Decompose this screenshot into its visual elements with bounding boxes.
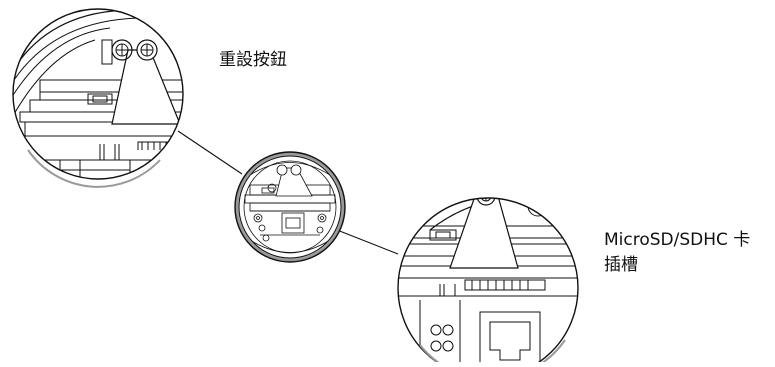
leader-lines [177, 130, 399, 255]
sd-slot-label: MicroSD/SDHC 卡 插槽 [604, 228, 750, 277]
leader-line-reset [177, 130, 243, 175]
leader-line-sd [331, 227, 399, 255]
sd-slot-icon [464, 279, 546, 291]
magnifier-sd-slot [397, 197, 579, 367]
reset-button-label: 重設按鈕 [219, 50, 287, 70]
sd-slot-label-line1: MicroSD/SDHC 卡 [604, 230, 751, 250]
camera-board-overview [234, 151, 346, 263]
reset-button-icon [87, 93, 113, 105]
sd-slot-label-line2: 插槽 [604, 254, 638, 275]
ethernet-port-icon [281, 212, 305, 234]
magnifier-reset-button [12, 8, 184, 188]
